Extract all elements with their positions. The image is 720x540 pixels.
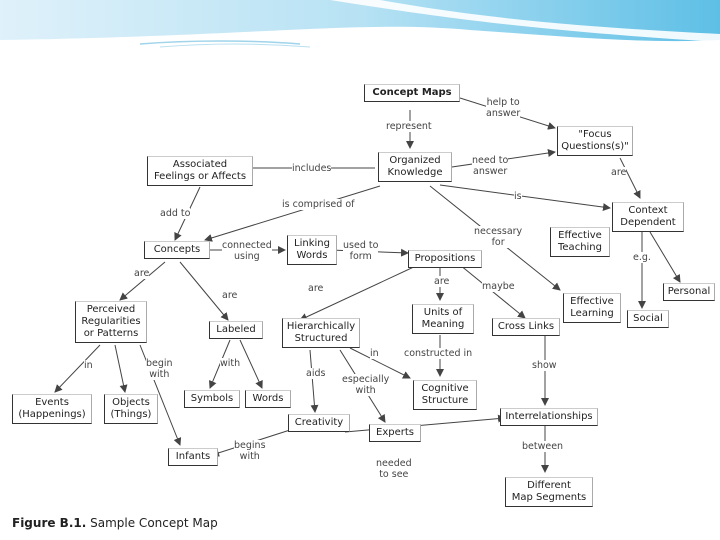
link-add-to: add to [160,208,191,219]
link-needed-to-see: needed to see [376,458,412,480]
node-effective-teaching: Effective Teaching [550,227,610,257]
node-cognitive-structure: Cognitive Structure [413,380,477,410]
link-begin-with: begin with [146,358,173,380]
node-objects: Objects (Things) [104,394,158,424]
link-necessary-for: necessary for [474,226,523,248]
edge-is [439,184,611,212]
edge-eg-personal [649,231,681,283]
node-hierarchically-structured: Hierarchically Structured [282,318,360,348]
link-are-labeled: are [222,290,238,301]
node-different-map-segments: Different Map Segments [505,477,593,507]
node-creativity: Creativity [288,414,350,432]
node-social: Social [627,310,669,328]
edge-are-labeled [179,261,229,321]
node-propositions: Propositions [408,250,482,268]
node-focus-questions: "Focus Questions(s)" [557,126,633,156]
node-perceived-regularities: Perceived Regularities or Patterns [75,301,147,343]
node-effective-learning: Effective Learning [563,293,621,323]
node-personal: Personal [663,283,715,301]
link-used-to-form: used to form [343,240,379,262]
node-experts: Experts [369,424,421,442]
edge-in-events [54,344,101,393]
link-aids: aids [306,368,326,379]
edge-in-objects [114,344,128,393]
link-represent: represent [386,121,432,132]
node-units-of-meaning: Units of Meaning [412,304,474,334]
edge-are-context [619,157,641,199]
node-symbols: Symbols [184,390,240,408]
link-need-to-answer: need to answer [472,155,509,177]
link-connected-using: connected using [222,240,272,262]
link-constructed-in: constructed in [404,348,473,359]
node-events: Events (Happenings) [12,394,92,424]
node-organized-knowledge: Organized Knowledge [378,152,452,182]
link-includes: includes [292,163,332,174]
figure-caption-text: Sample Concept Map [90,516,218,530]
edge-with-words [239,339,263,389]
link-are-context: are [611,167,627,178]
node-linking-words: Linking Words [287,235,337,265]
node-labeled: Labeled [209,321,263,339]
node-interrelationships: Interrelationships [500,408,598,426]
node-concept-maps: Concept Maps [364,84,460,102]
figure-caption: Figure B.1. Sample Concept Map [12,516,218,530]
link-especially-with: especially with [342,374,390,396]
edge-aids [309,349,319,413]
node-words: Words [245,390,291,408]
node-concepts: Concepts [144,241,210,259]
link-help-to-answer: help to answer [486,97,521,119]
node-context-dependent: Context Dependent [612,202,684,232]
edge-are-perceived [119,261,166,301]
edge-is-comprised-of [204,185,381,242]
link-between: between [522,441,564,452]
link-with: with [220,358,241,369]
link-in-events: in [84,360,93,371]
node-associated-feelings: Associated Feelings or Affects [147,156,253,186]
link-begins-with: begins with [234,440,266,462]
link-is: is [514,191,522,202]
node-infants: Infants [168,448,218,466]
header-banner [0,0,720,48]
edge-in-cognitive [349,347,411,379]
figure-caption-label: Figure B.1. [12,516,87,530]
node-cross-links: Cross Links [492,318,560,336]
link-are-units: are [434,276,450,287]
edge-are-hierarchical [299,264,419,321]
link-is-comprised-of: is comprised of [282,199,355,210]
link-show: show [532,360,557,371]
link-are-hierarchical: are [308,283,324,294]
link-maybe: maybe [482,281,515,292]
link-are-perceived: are [134,268,150,279]
link-eg: e.g. [633,252,651,263]
link-in-cognitive: in [370,348,379,359]
